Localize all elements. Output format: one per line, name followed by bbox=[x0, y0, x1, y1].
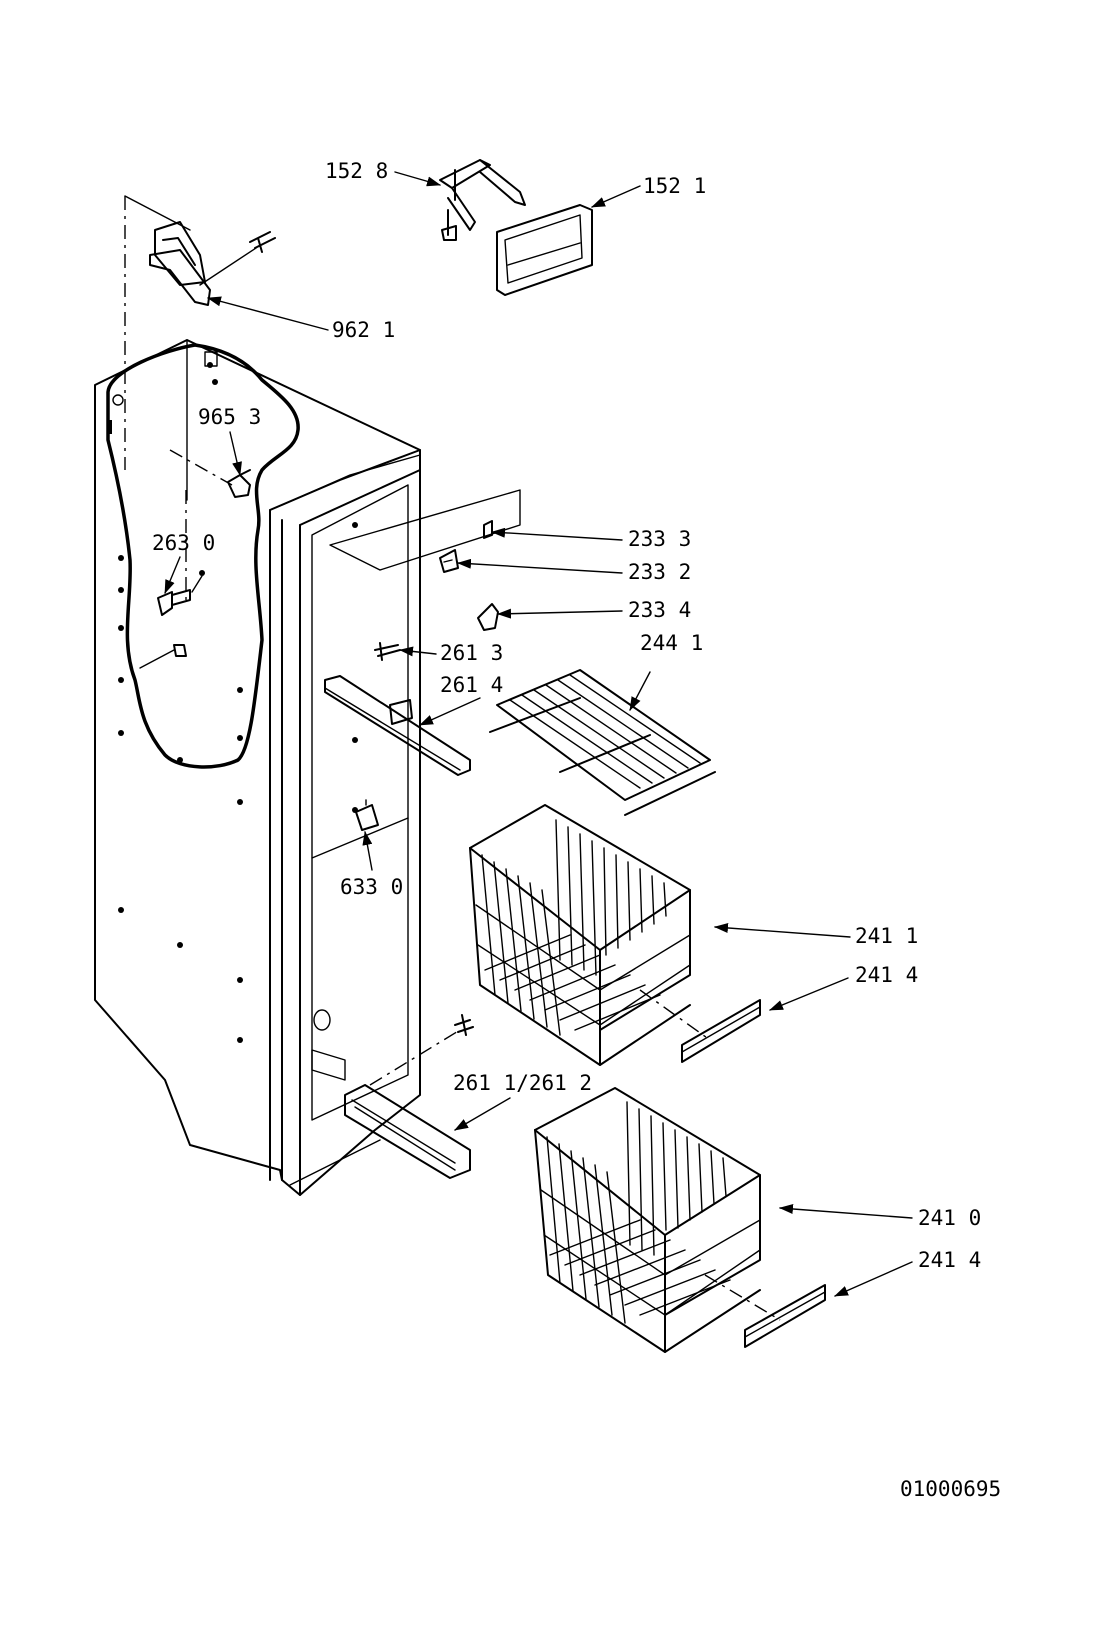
part-241-0-basket bbox=[534, 1087, 781, 1353]
part-633-0-switch bbox=[355, 799, 379, 831]
label-261-3: 261 3 bbox=[440, 641, 503, 665]
cabinet-liner bbox=[94, 339, 421, 1196]
label-261-4: 261 4 bbox=[440, 673, 503, 697]
label-241-1: 241 1 bbox=[855, 924, 918, 948]
part-152-bracket bbox=[439, 159, 526, 241]
part-233-2-bracket bbox=[439, 549, 459, 573]
part-241-4-rail-upper bbox=[681, 999, 761, 1063]
label-244-1: 244 1 bbox=[640, 631, 703, 655]
label-965-3: 965 3 bbox=[198, 405, 261, 429]
label-261-1-261-2: 261 1/261 2 bbox=[453, 1071, 592, 1095]
leader-lines bbox=[164, 171, 913, 1297]
label-241-4-lower: 241 4 bbox=[918, 1248, 981, 1272]
label-633-0: 633 0 bbox=[340, 875, 403, 899]
label-241-0: 241 0 bbox=[918, 1206, 981, 1230]
part-233-4-hook bbox=[477, 603, 499, 631]
label-241-4-upper: 241 4 bbox=[855, 963, 918, 987]
label-233-4: 233 4 bbox=[628, 598, 691, 622]
part-241-1-basket bbox=[469, 804, 711, 1066]
part-241-4-rail-lower bbox=[744, 1284, 826, 1348]
label-152-1: 152 1 bbox=[643, 174, 706, 198]
label-233-3: 233 3 bbox=[628, 527, 691, 551]
drawing-number: 01000695 bbox=[900, 1477, 1001, 1501]
part-261-3-screw bbox=[374, 642, 401, 661]
part-261-4-rail bbox=[324, 675, 471, 776]
part-962-1-bracket bbox=[124, 195, 276, 470]
label-962-1: 962 1 bbox=[332, 318, 395, 342]
part-263-0-fitting bbox=[139, 490, 205, 669]
part-233-3-clip bbox=[329, 489, 521, 571]
label-233-2: 233 2 bbox=[628, 560, 691, 584]
part-152-1-tray bbox=[496, 204, 593, 296]
label-152-8: 152 8 bbox=[325, 159, 388, 183]
part-261-1-grille bbox=[344, 1014, 474, 1179]
part-965-3-clip bbox=[169, 449, 251, 498]
part-244-1-shelf bbox=[489, 669, 716, 816]
label-263-0: 263 0 bbox=[152, 531, 215, 555]
